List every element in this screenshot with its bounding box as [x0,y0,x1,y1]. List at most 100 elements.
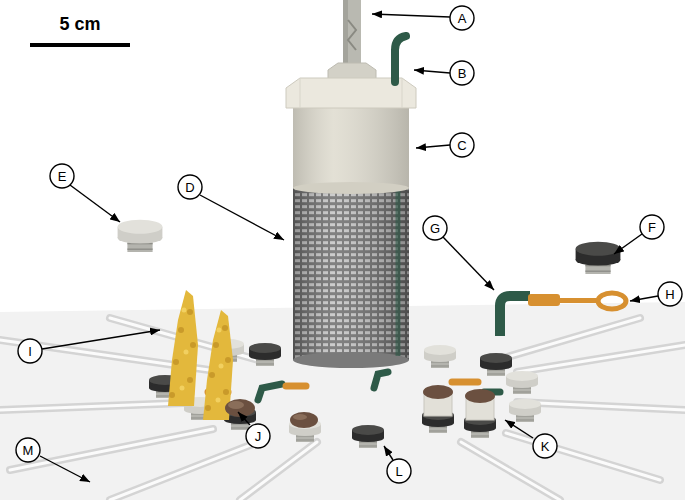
base-plate [10,429,213,470]
tube-fittings [208,372,500,400]
coral-fragment [182,308,187,313]
callout-letter: K [541,440,550,453]
leader-arrow [42,330,160,349]
coral-fragment [216,398,221,403]
base-plate [506,433,660,480]
leader-arrow [200,195,284,240]
coral-fragment [180,308,224,403]
callout-circle [387,459,411,483]
callout-circle [16,438,40,462]
tube-fittings [452,379,478,386]
mesh-basket [293,186,409,360]
mesh-basket [293,186,409,368]
callout-letter: E [58,170,67,183]
plug-ring [249,343,281,366]
coral-fragment [187,309,193,315]
coral-fragment [184,350,189,355]
callout-circle [423,216,447,240]
stirrer-rod [343,0,348,68]
scale-bar [30,43,130,47]
leader-arrow [443,237,494,290]
callout-circle [533,434,557,458]
base-plate [517,402,685,410]
callout-letter: H [665,288,674,301]
tube-fittings [258,384,282,400]
rock-sample [228,401,244,409]
leader-arrow [614,234,642,254]
coral-fragment [168,290,198,406]
leader-arrow [414,70,450,73]
base-plate [240,442,317,500]
callout-letter: D [185,181,194,194]
base-plate [506,433,660,480]
scale-label: 5 cm [59,15,100,33]
leader-arrow [505,420,533,438]
callout-letter: F [648,221,656,234]
callout-circle [178,175,202,199]
callout-letter: B [458,67,467,80]
plug-ring [352,425,384,448]
coral-fragment [173,359,179,365]
base-plate [497,318,640,360]
callout-circle [450,61,474,85]
lid-cap [286,78,416,194]
leader-arrow [70,185,120,222]
coral-fragment [168,290,233,420]
tube-fittings [374,372,388,388]
ring-terminal [598,293,626,309]
callout-letter: M [23,444,34,457]
callout-letter: J [255,430,262,443]
coral-fragment [225,357,231,363]
coral-fragment [180,386,185,391]
callout-circle [640,215,664,239]
callout-letter: A [458,12,467,25]
base-plate [517,345,685,372]
coral-fragment [190,342,196,348]
lid-cap [293,182,409,194]
rock-sample [290,412,318,428]
callout-letter: G [430,222,440,235]
lid-cap [293,106,409,188]
leader-arrow [238,412,250,425]
mesh-basket [293,352,409,368]
coral-fragment [217,328,222,333]
callout-circle [246,424,270,448]
mesh-basket [396,190,401,356]
tube-fittings [286,383,306,390]
coral-fragment [222,325,228,331]
base-plate [517,402,685,410]
ring-terminal [528,293,626,309]
base-plate [110,442,258,500]
leader-arrow [40,456,90,482]
leader-arrow [416,145,450,148]
leader-arrow [372,14,450,17]
dark-plug [576,242,621,274]
substrate-cube [423,385,453,399]
rock-sample [293,414,307,420]
coral-fragment [169,309,231,411]
callout-circle [50,164,74,188]
leader-arrow [384,446,393,460]
leader-arrow [630,296,658,301]
green-tube [395,36,406,82]
plug-ring [424,345,456,368]
callout-circle [16,6,682,483]
lid-cap [300,78,301,108]
plug-ring [480,353,512,376]
coral-fragment [223,389,229,395]
callout-letter: L [395,465,402,478]
plug-ring [506,371,538,394]
elbow-fitting [500,296,530,336]
substrate-cube [423,385,495,420]
stirrer-rod [343,0,361,68]
lid-cap [402,78,403,108]
coral-fragment [219,364,224,369]
coral-fragment [187,377,193,383]
coral-fragment [178,327,184,333]
stirrer-rod [343,0,361,68]
coral-fragment [213,342,219,348]
coral-fragment [209,372,215,378]
coral-fragment [205,405,211,411]
